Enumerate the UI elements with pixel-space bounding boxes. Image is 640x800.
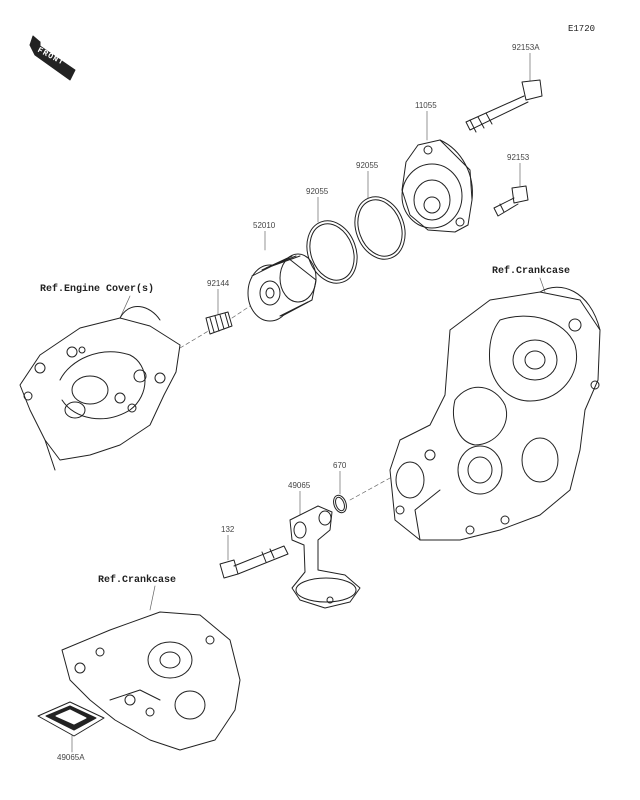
pipe-bolt	[219, 545, 289, 579]
part-label-pipe: 49065	[287, 481, 312, 491]
front-arrow-icon	[29, 35, 76, 81]
ref-crankcase-bottom: Ref.Crankcase	[98, 575, 177, 586]
engine-cover	[19, 306, 181, 471]
oil-pipe	[289, 505, 361, 609]
crankcase-right	[389, 286, 601, 541]
short-bolt	[493, 185, 529, 217]
part-label-oring-a: 92055	[355, 161, 380, 171]
long-bolt	[465, 79, 543, 133]
part-label-bolt-pipe: 132	[220, 525, 236, 535]
ref-crankcase-right: Ref.Crankcase	[492, 266, 571, 277]
leader-lines	[71, 51, 546, 753]
part-label-oring-b: 92055	[305, 187, 330, 197]
filter-cover	[401, 139, 473, 233]
crankcase-bottom	[61, 611, 241, 751]
ref-engine-cover: Ref.Engine Cover(s)	[40, 284, 155, 295]
part-label-oring-small: 670	[332, 461, 348, 471]
spring	[205, 311, 233, 335]
o-ring-small	[333, 494, 347, 514]
oil-screen	[37, 701, 105, 737]
diagram-code: E1720	[568, 24, 596, 34]
oil-filter	[247, 253, 317, 322]
part-label-screen: 49065A	[56, 753, 86, 763]
part-label-bolt-top: 92153A	[511, 43, 541, 53]
part-label-cover: 11055	[414, 101, 438, 111]
o-ring-large-a	[354, 196, 406, 260]
part-label-spring: 92144	[206, 279, 231, 289]
part-label-filter: 52010	[252, 221, 277, 231]
part-label-bolt-short: 92153	[506, 153, 531, 163]
